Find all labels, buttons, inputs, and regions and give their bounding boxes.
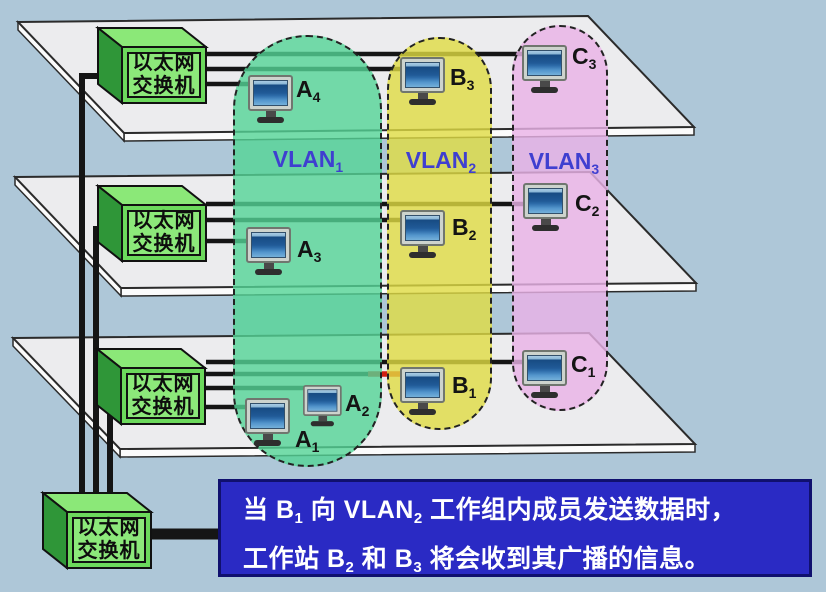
computer-monitor-icon	[400, 57, 445, 105]
ethernet-switch-middle	[95, 183, 209, 264]
caption-box: 当 B1 向 VLAN2 工作组内成员发送数据时， 工作站 B2 和 B3 将会…	[218, 479, 812, 577]
workstation-label-A1: A1	[295, 426, 320, 455]
vlan3-label: VLAN3	[528, 148, 600, 177]
ethernet-switch-middle-label: 以太网 交换机	[132, 210, 196, 255]
computer-monitor-icon	[303, 385, 342, 427]
computer-monitor-icon	[522, 45, 567, 93]
workstation-label-A3: A3	[297, 236, 322, 265]
workstation-label-B1: B1	[452, 372, 477, 401]
workstation-label-B3: B3	[450, 64, 475, 93]
computer-monitor-icon	[246, 227, 291, 275]
computer-monitor-icon	[400, 367, 445, 415]
computer-monitor-icon	[522, 350, 567, 398]
computer-monitor-icon	[248, 75, 293, 123]
ethernet-switch-backbone-label: 以太网 交换机	[77, 517, 141, 562]
caption-line-2: 工作站 B2 和 B3 将会收到其广播的信息。	[243, 545, 711, 576]
ethernet-switch-top	[95, 25, 209, 106]
vlan1-label: VLAN1	[272, 146, 344, 175]
workstation-label-A4: A4	[296, 76, 321, 105]
vlan2-label: VLAN2	[405, 147, 477, 176]
workstation-label-A2: A2	[345, 390, 370, 419]
workstation-label-C1: C1	[571, 351, 596, 380]
computer-monitor-icon	[400, 210, 445, 258]
caption-line-1: 当 B1 向 VLAN2 工作组内成员发送数据时，	[243, 496, 737, 527]
trunk-cables	[79, 73, 219, 540]
workstation-label-C2: C2	[575, 190, 600, 219]
ethernet-switch-bottom	[94, 346, 208, 427]
computer-monitor-icon	[523, 183, 568, 231]
ethernet-switch-backbone	[40, 490, 154, 571]
workstation-label-C3: C3	[572, 43, 597, 72]
computer-monitor-icon	[245, 398, 290, 446]
ethernet-switch-bottom-label: 以太网 交换机	[131, 373, 195, 418]
ethernet-switch-top-label: 以太网 交换机	[132, 52, 196, 97]
workstation-label-B2: B2	[452, 214, 477, 243]
